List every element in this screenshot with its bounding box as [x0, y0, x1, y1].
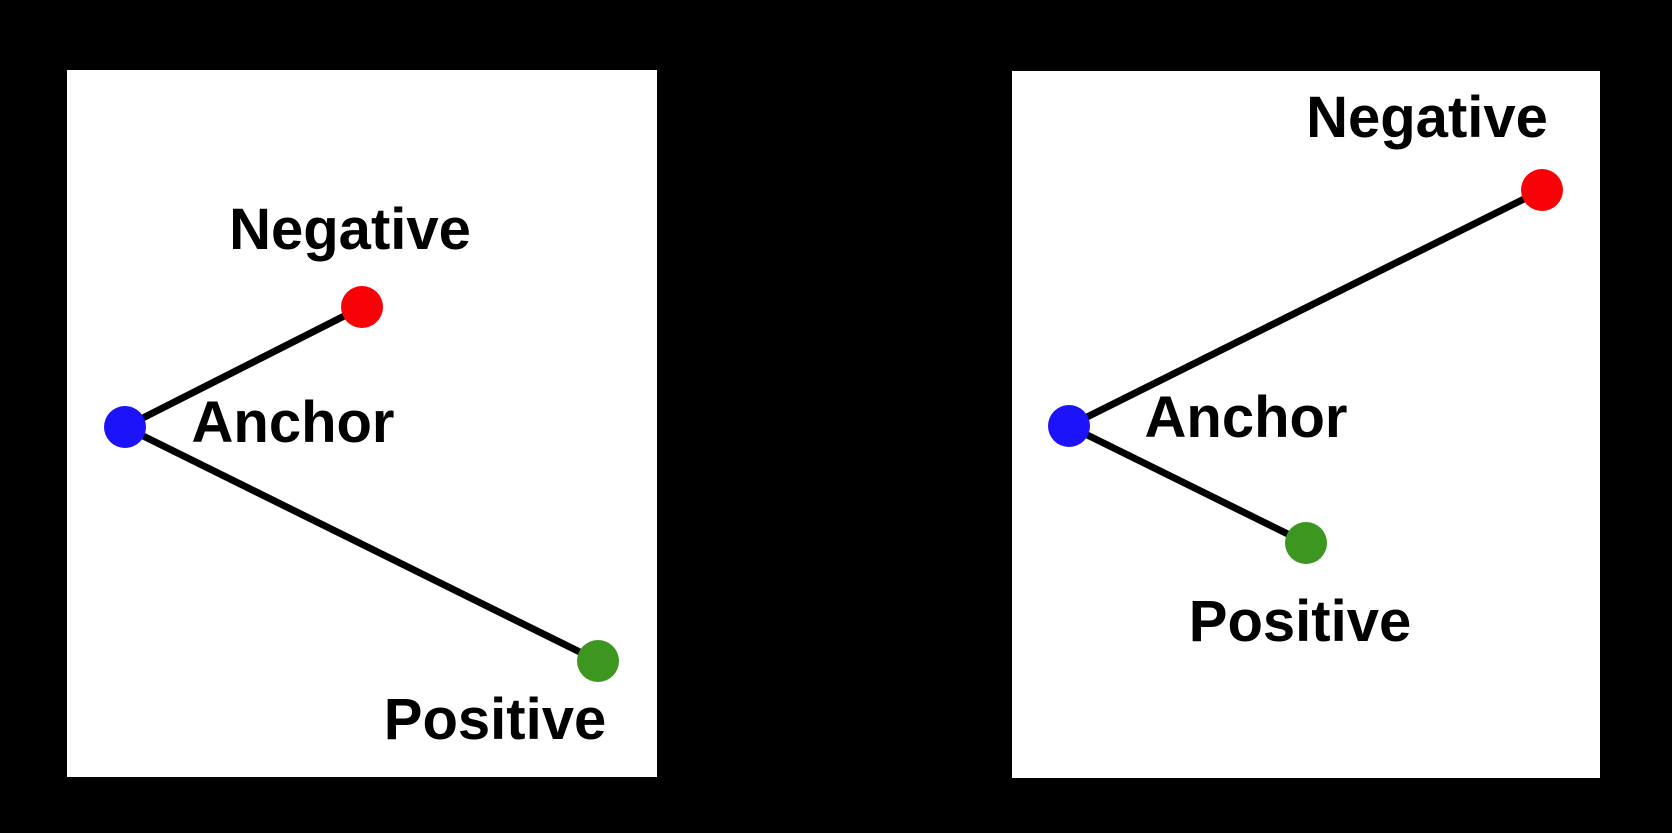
anchor-point: [1048, 405, 1090, 447]
positive-label: Positive: [1188, 589, 1412, 654]
negative-point: [1521, 169, 1563, 211]
right-panel-canvas: [1048, 169, 1563, 564]
anchor-negative-edge: [1065, 186, 1546, 430]
negative-label: Negative: [1306, 85, 1548, 150]
positive-point: [577, 640, 619, 682]
positive-point: [1285, 522, 1327, 564]
anchor-negative-edge: [121, 303, 366, 431]
negative-label: Negative: [229, 197, 471, 262]
right-panel: Negative Anchor Positive: [1012, 71, 1600, 778]
anchor-positive-edge: [121, 423, 602, 665]
negative-point: [341, 286, 383, 328]
left-panel: Negative Anchor Positive: [67, 70, 657, 777]
anchor-point: [104, 406, 146, 448]
positive-label: Positive: [383, 687, 607, 752]
anchor-label: Anchor: [1144, 385, 1348, 450]
left-panel-canvas: [104, 286, 619, 682]
anchor-positive-edge: [1065, 422, 1310, 547]
anchor-label: Anchor: [191, 390, 395, 455]
